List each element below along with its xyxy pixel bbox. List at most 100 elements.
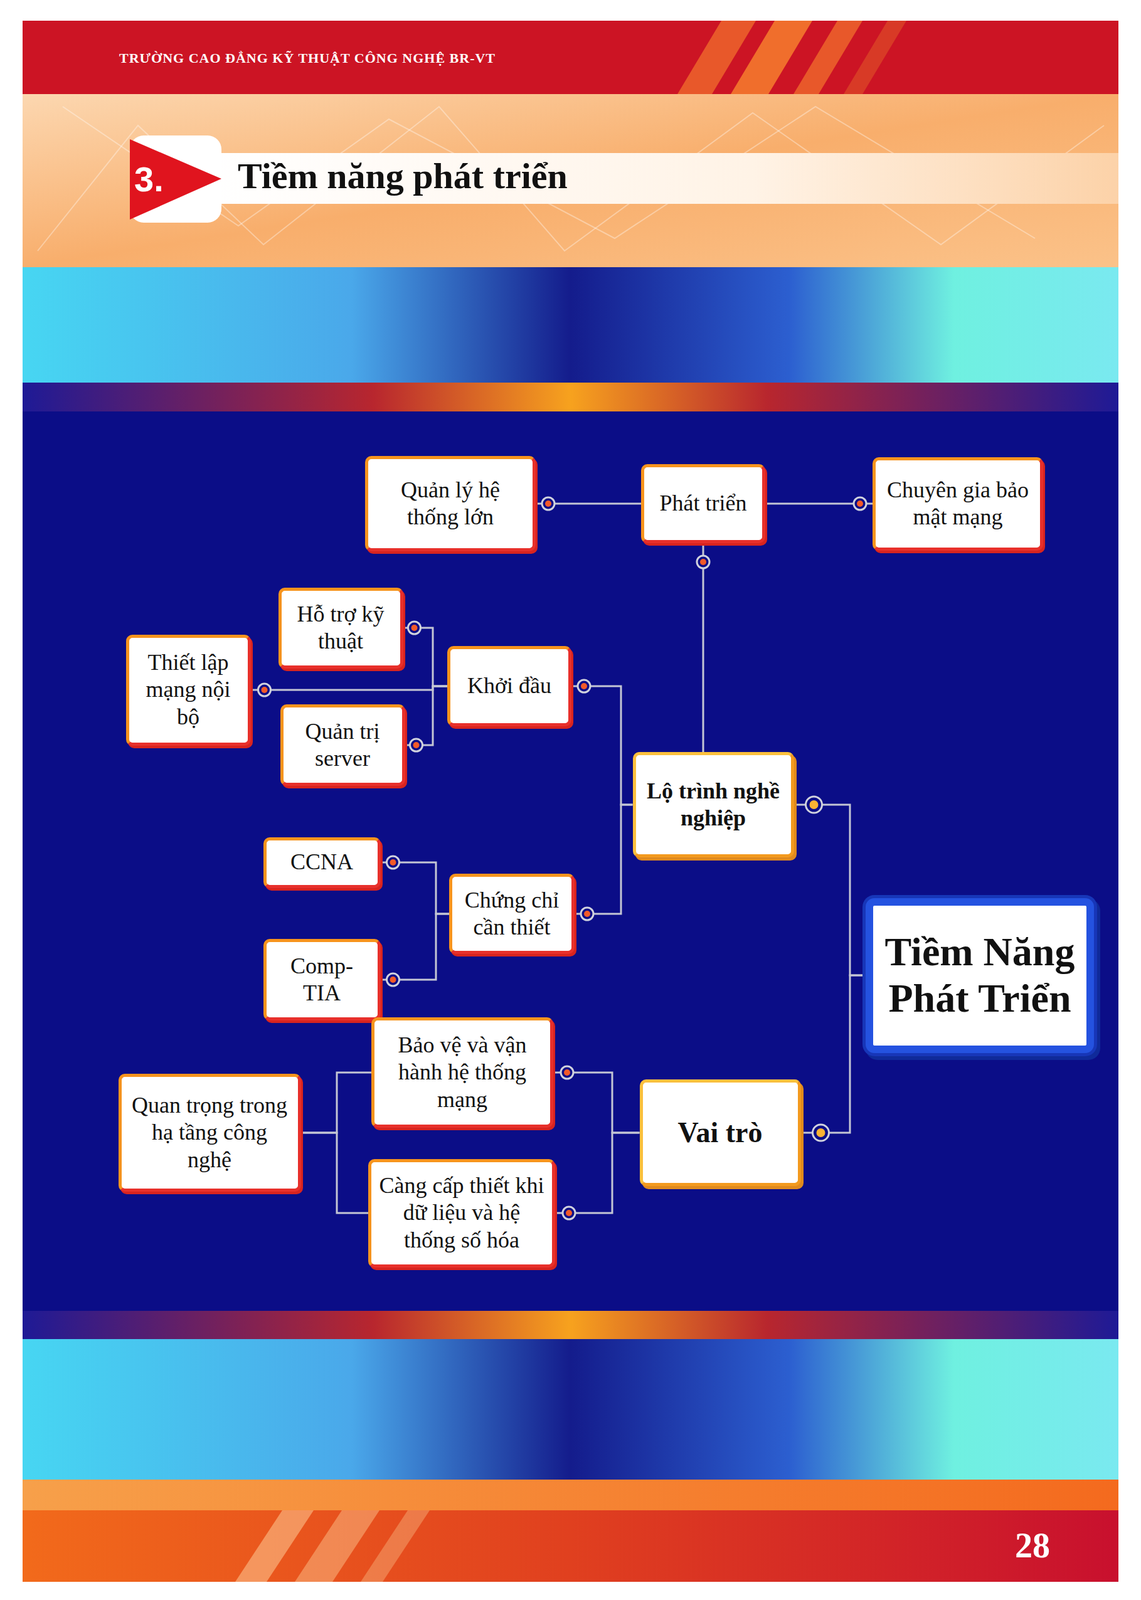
topic-box: Quản lý hệ thống lớn <box>365 456 536 552</box>
connector-line <box>702 543 705 753</box>
header-bar <box>22 20 1119 95</box>
footer-band <box>22 1479 1119 1511</box>
node-text: Vai trò <box>677 1115 763 1150</box>
dot-core <box>390 859 397 866</box>
dot-ring <box>387 973 400 987</box>
dot-core <box>580 683 588 690</box>
header-stripe <box>843 20 907 95</box>
section-number: 3. <box>134 161 164 197</box>
dot-core <box>700 558 707 566</box>
dot-ring <box>580 907 594 921</box>
node-text: Thiết lập mạng nội bộ <box>136 649 241 731</box>
connector-line <box>571 686 633 805</box>
dot-ring <box>806 796 823 813</box>
node-text: Chuyên gia bảo mật mạng <box>883 476 1033 531</box>
dot-ring <box>387 856 400 869</box>
topic-box: Comp- TIA <box>263 939 381 1021</box>
cyan-band <box>22 1339 1119 1480</box>
topic-box: Bảo vệ và vận hành hệ thống mạng <box>371 1017 554 1128</box>
panel-strip <box>22 382 1119 412</box>
node-text: Càng cấp thiết khi dữ liệu và hệ thống s… <box>378 1172 545 1254</box>
node-text: Hỗ trợ kỹ thuật <box>289 600 393 655</box>
footer-bar <box>22 1510 1119 1582</box>
topic-box: Khởi đầu <box>447 646 572 727</box>
section-title: Tiềm năng phát triển <box>237 158 568 195</box>
connector-dot <box>410 738 423 752</box>
connector-dot <box>541 497 555 510</box>
node-text: Quản trị server <box>291 718 395 773</box>
dot-ring <box>812 1124 830 1141</box>
dot-core <box>390 976 397 983</box>
dot-ring <box>541 497 555 510</box>
topic-box: CCNA <box>263 837 381 889</box>
footer-stripe <box>235 1510 314 1582</box>
connector-line <box>574 804 633 914</box>
node-text: Lộ trình nghề nghiệp <box>643 777 784 832</box>
connector-dot <box>560 1066 574 1079</box>
connector-dot <box>408 621 421 635</box>
node-text: Tiềm Năng Phát Triển <box>878 928 1082 1022</box>
topic-box: Chuyên gia bảo mật mạng <box>872 457 1044 551</box>
connector-dot <box>806 796 823 813</box>
dot-core <box>816 1128 826 1138</box>
header-text: TRƯỜNG CAO ĐẲNG KỸ THUẬT CÔNG NGHỆ BR-VT <box>119 51 496 66</box>
dot-core <box>411 624 418 632</box>
dot-ring <box>562 1206 576 1220</box>
node-text: Quản lý hệ thống lớn <box>375 476 526 531</box>
branch-box: Vai trò <box>639 1079 802 1187</box>
topic-box: Chứng chỉ cần thiết <box>449 873 575 955</box>
connector-line <box>403 627 448 687</box>
dot-core <box>583 910 591 918</box>
connector-dot <box>696 555 710 569</box>
dot-core <box>563 1069 571 1076</box>
topic-box: Càng cấp thiết khi dữ liệu và hệ thống s… <box>368 1159 556 1268</box>
number-tab <box>129 135 222 223</box>
node-text: Bảo vệ và vận hành hệ thống mạng <box>382 1031 543 1114</box>
connector-line <box>301 1072 372 1133</box>
connector-dot <box>853 497 867 510</box>
connector-line <box>555 1132 640 1214</box>
connector-dot <box>387 856 400 869</box>
diagram-panel <box>22 382 1119 1340</box>
connector-line <box>250 686 448 690</box>
connector-line <box>380 913 450 980</box>
dot-core <box>856 500 864 507</box>
dot-ring <box>853 497 867 510</box>
number-pennant <box>129 139 222 220</box>
dot-ring <box>258 683 271 697</box>
dot-ring <box>560 1066 574 1079</box>
branch-box: Lộ trình nghề nghiệp <box>632 752 795 858</box>
node-text: Khởi đầu <box>467 672 552 700</box>
cyan-band <box>22 267 1119 383</box>
connector-line <box>380 862 450 914</box>
dot-core <box>261 686 268 694</box>
node-text: Comp- TIA <box>274 952 371 1007</box>
dot-core <box>413 742 420 749</box>
dot-core <box>809 800 819 810</box>
node-text: Quan trọng trong hạ tầng công nghệ <box>129 1092 291 1174</box>
title-banner <box>22 94 1119 268</box>
topic-box: Thiết lập mạng nội bộ <box>126 634 251 746</box>
connector-line <box>301 1132 369 1214</box>
dot-ring <box>577 679 591 693</box>
dot-core <box>565 1209 573 1217</box>
dot-ring <box>696 555 710 569</box>
connector-line <box>405 686 448 746</box>
topic-box: Phát triển <box>641 464 766 544</box>
node-text: Chứng chỉ cần thiết <box>459 886 564 941</box>
topic-box: Quan trọng trong hạ tầng công nghệ <box>118 1073 302 1192</box>
connector-dot <box>387 973 400 987</box>
node-text: Phát triển <box>659 489 748 517</box>
connector-dot <box>580 907 594 921</box>
dot-core <box>545 500 552 507</box>
topic-box: Quản trị server <box>280 704 406 786</box>
footer-stripe <box>360 1510 430 1582</box>
title-band <box>206 153 1119 204</box>
page-number: 28 <box>1014 1528 1051 1564</box>
connector-dot <box>577 679 591 693</box>
dot-ring <box>408 621 421 635</box>
dot-ring <box>410 738 423 752</box>
